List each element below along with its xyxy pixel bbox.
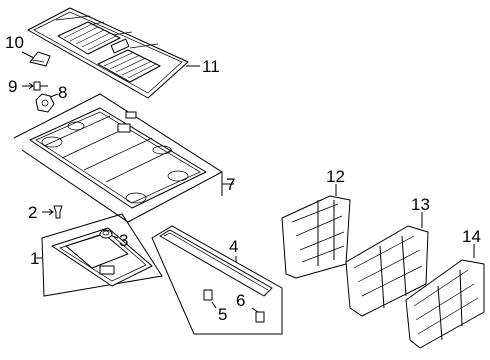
clip-icon (251, 307, 265, 323)
callout-1: 1 (30, 249, 39, 268)
sill-plate-icon (151, 225, 283, 335)
storage-bag-icon (281, 184, 351, 279)
storage-tray-icon (36, 213, 163, 297)
push-pin-clip-icon (42, 205, 63, 219)
callout-10: 10 (5, 33, 24, 52)
callout-8: 8 (58, 83, 67, 102)
storage-bag-icon (345, 212, 429, 317)
load-floor-panel-icon (13, 93, 234, 223)
clip-icon (203, 289, 217, 309)
callout-3: 3 (119, 231, 128, 250)
callout-labels: 10 11 9 8 7 12 13 14 2 3 1 4 6 5 (5, 33, 481, 324)
callout-11: 11 (202, 57, 220, 76)
storage-bag-icon (405, 244, 485, 349)
grommet-icon (99, 229, 119, 239)
callout-5: 5 (218, 305, 227, 324)
screw-icon (22, 81, 48, 91)
callout-6: 6 (236, 291, 245, 310)
callout-9: 9 (8, 77, 17, 96)
callout-4: 4 (229, 237, 238, 256)
hook-icon (21, 51, 51, 67)
bracket-icon (35, 93, 59, 113)
callout-13: 13 (411, 195, 430, 214)
callout-2: 2 (28, 203, 37, 222)
callout-7: 7 (226, 175, 235, 194)
callout-12: 12 (326, 167, 345, 186)
floor-mat-icon (27, 7, 200, 99)
callout-14: 14 (462, 227, 481, 246)
